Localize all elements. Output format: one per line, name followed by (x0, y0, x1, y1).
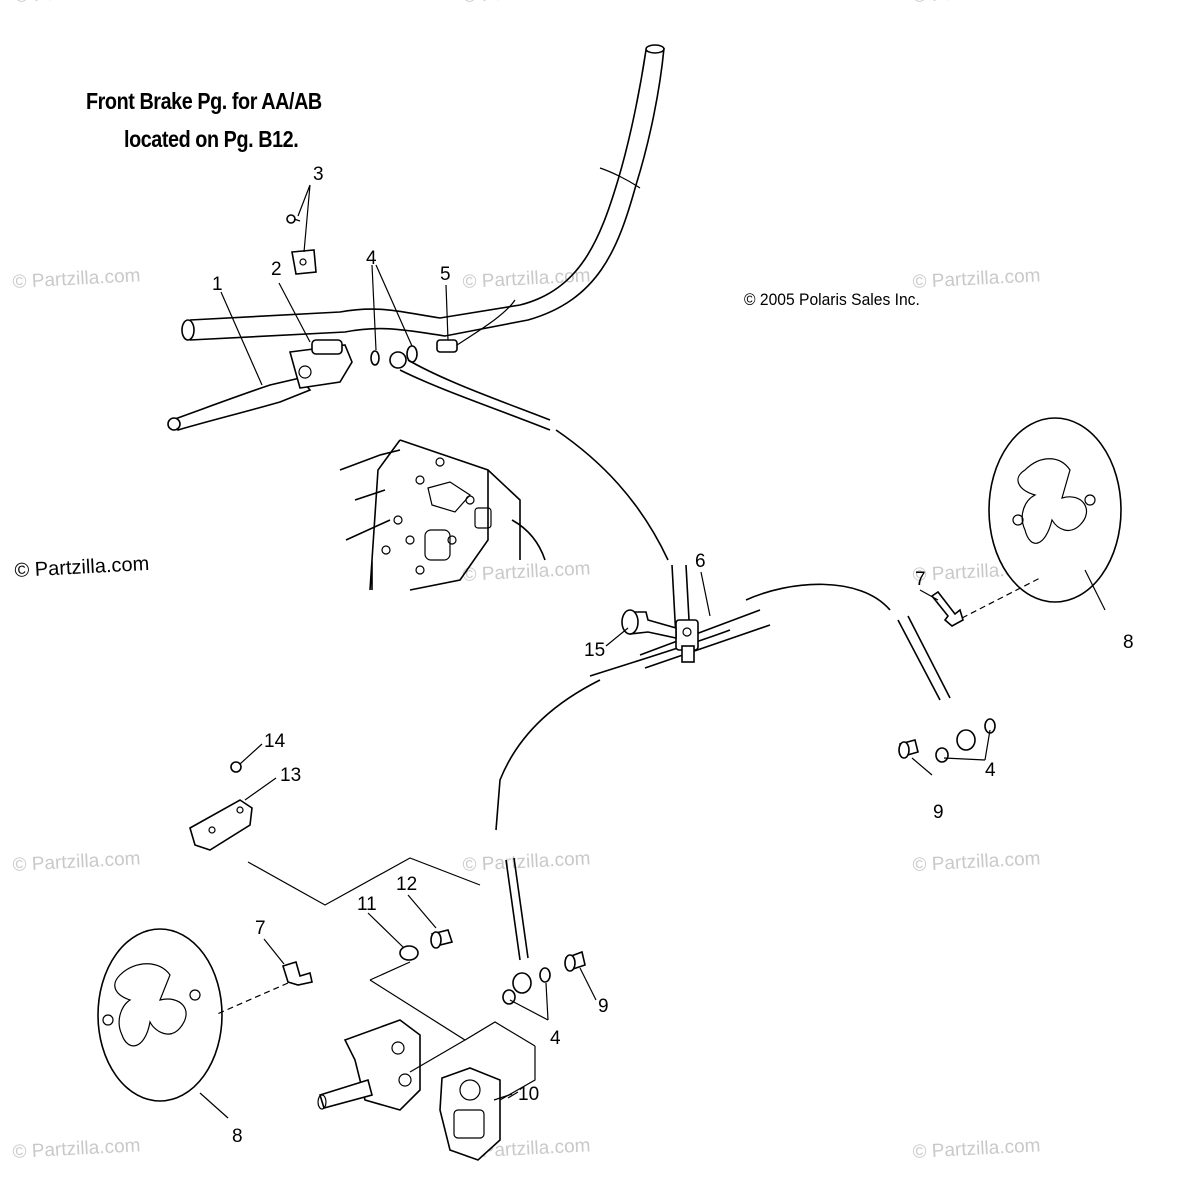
left-brake-rotor (97, 928, 223, 1102)
assembly-guide-lines (247, 857, 536, 1101)
callout-1: 1 (212, 274, 223, 295)
callout-4: 4 (550, 1028, 561, 1049)
brake-line-bracket (189, 761, 253, 851)
callout-12: 12 (396, 874, 417, 895)
washer (399, 945, 419, 961)
left-banjo-fitting (502, 950, 586, 1005)
caliper-bolt (430, 929, 454, 949)
right-banjo-fitting (898, 718, 996, 763)
rotor-bolt (214, 960, 313, 1016)
rotor-bolt (930, 577, 1041, 627)
callout-11: 11 (357, 894, 377, 915)
callout-7: 7 (255, 918, 266, 939)
callout-2: 2 (271, 259, 282, 280)
diagram-title-line2: located on Pg. B12. (124, 126, 299, 152)
callout-7: 7 (915, 569, 926, 590)
brake-lines (399, 359, 951, 961)
brake-lever-assembly (167, 214, 353, 431)
steering-knuckle (317, 1019, 421, 1111)
callout-4: 4 (985, 760, 996, 781)
callout-14: 14 (264, 731, 286, 752)
brake-caliper (439, 1067, 501, 1161)
callout-9: 9 (933, 802, 944, 823)
brake-junction (621, 609, 699, 663)
handlebar (181, 44, 665, 341)
callout-3: 3 (313, 164, 324, 185)
banjo-fitting (389, 351, 407, 369)
callout-6: 6 (695, 551, 706, 572)
right-brake-rotor (988, 417, 1122, 603)
callout-15: 15 (584, 640, 605, 661)
frame-section (339, 439, 546, 591)
callout-4: 4 (366, 248, 377, 269)
callout-8: 8 (232, 1126, 243, 1147)
callout-8: 8 (1123, 632, 1134, 653)
callout-13: 13 (280, 765, 301, 786)
copyright-notice: © 2005 Polaris Sales Inc. (744, 290, 920, 309)
callout-9: 9 (598, 996, 609, 1017)
brake-switch (436, 299, 516, 353)
diagram-title-line1: Front Brake Pg. for AA/AB (86, 88, 322, 114)
callout-5: 5 (440, 264, 451, 285)
leader-lines (199, 184, 1106, 1119)
washer (370, 350, 380, 366)
callout-10: 10 (518, 1084, 539, 1105)
